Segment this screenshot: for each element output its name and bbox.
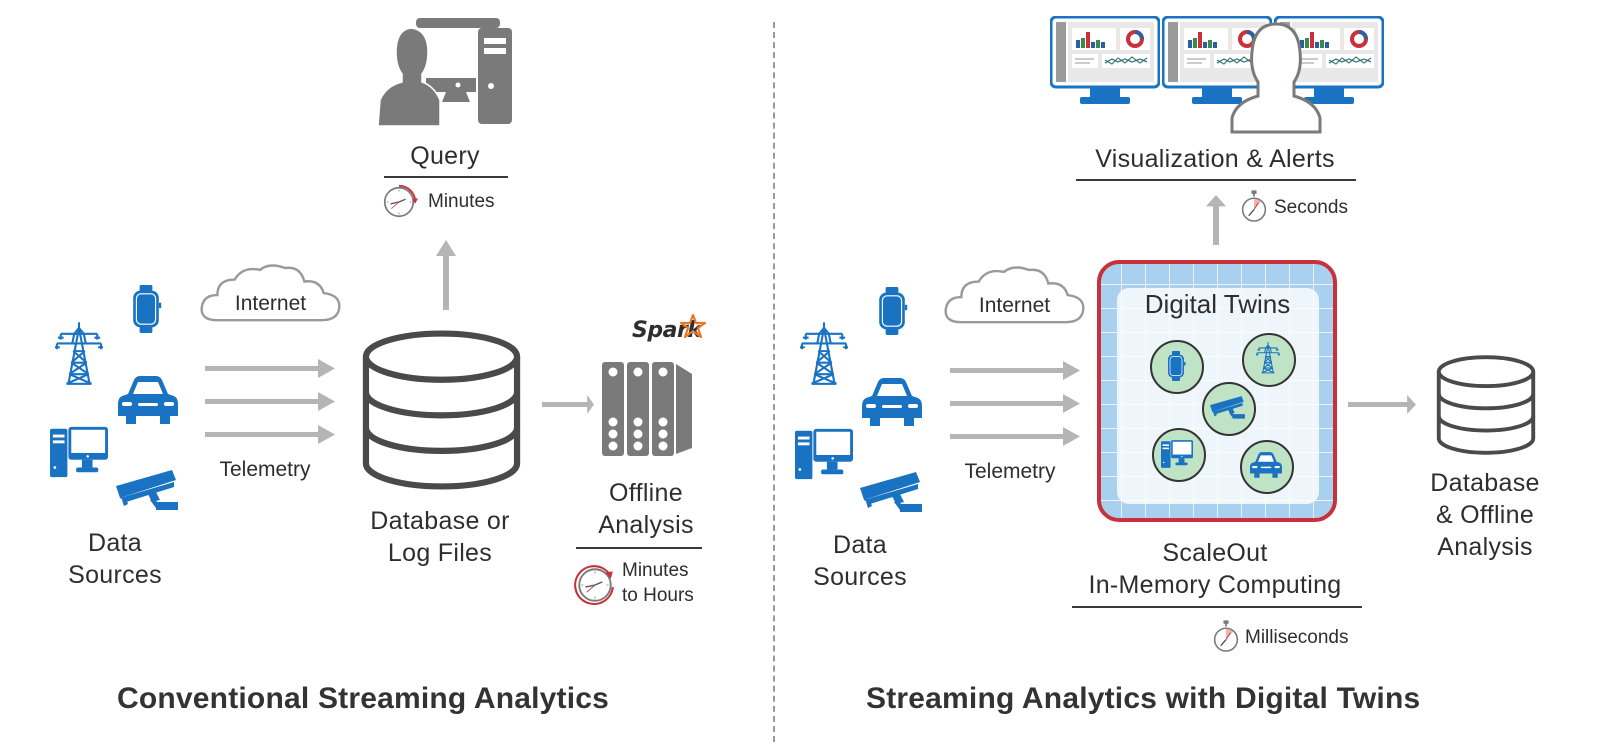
- stopwatch-icon: [1212, 620, 1240, 654]
- user-workstation-icon: [377, 18, 512, 127]
- visualization-latency: Seconds: [1274, 197, 1348, 218]
- database-offline-label: Database & Offline Analysis: [1430, 469, 1540, 561]
- alerts-arrow: [1206, 195, 1226, 245]
- telemetry-label: Telemetry: [219, 458, 311, 481]
- security-camera-icon: [860, 472, 924, 516]
- offline-latency: Minutes to Hours: [622, 560, 694, 606]
- visualization-alerts-label: Visualization & Alerts: [1095, 145, 1335, 173]
- internet-label: Internet: [978, 294, 1051, 317]
- red-arc-icon: [398, 184, 418, 204]
- telemetry-arrow: [205, 359, 335, 379]
- query-label: Query: [410, 142, 480, 170]
- offline-arrow: [542, 395, 594, 415]
- panel-divider: [773, 22, 775, 742]
- user-outline-icon: [1230, 22, 1322, 134]
- spark-star-icon: [679, 313, 707, 339]
- desktop-computer-icon: [50, 426, 108, 478]
- security-camera-icon: [1210, 396, 1246, 421]
- dashboard-monitor-icon: [1050, 16, 1160, 106]
- security-camera-icon: [116, 470, 180, 514]
- telemetry-arrow: [950, 394, 1080, 414]
- power-tower-icon: [1256, 342, 1280, 374]
- car-icon: [862, 378, 922, 428]
- telemetry-arrow: [205, 425, 335, 445]
- query-latency: Minutes: [428, 191, 495, 212]
- data-sources-label: Data Sources: [68, 529, 162, 589]
- server-rack-icon: [602, 362, 692, 456]
- right-title: Streaming Analytics with Digital Twins: [866, 682, 1421, 715]
- left-title: Conventional Streaming Analytics: [117, 682, 610, 715]
- car-icon: [1250, 452, 1282, 479]
- scaleout-compute-label: ScaleOut In-Memory Computing: [1088, 539, 1342, 599]
- visualization-divider: [1076, 179, 1356, 181]
- telemetry-label: Telemetry: [964, 460, 1056, 483]
- data-sources-label: Data Sources: [813, 531, 907, 591]
- power-tower-icon: [800, 322, 848, 386]
- query-arrow: [436, 240, 456, 310]
- stopwatch-icon: [1240, 190, 1268, 224]
- database-icon: [354, 330, 529, 490]
- telemetry-arrow: [950, 427, 1080, 447]
- desktop-computer-icon: [1161, 440, 1193, 468]
- car-icon: [118, 376, 178, 426]
- power-tower-icon: [55, 322, 103, 386]
- offline-divider: [576, 547, 702, 549]
- database-label: Database or Log Files: [370, 507, 510, 567]
- query-divider: [384, 176, 508, 178]
- telemetry-arrow: [950, 361, 1080, 381]
- compute-latency: Milliseconds: [1245, 627, 1349, 648]
- desktop-computer-icon: [795, 428, 853, 480]
- smartwatch-icon: [1166, 350, 1186, 382]
- compute-divider: [1072, 606, 1362, 608]
- smartwatch-icon: [130, 285, 162, 333]
- internet-label: Internet: [234, 292, 307, 315]
- telemetry-arrow: [205, 392, 335, 412]
- offline-analysis-label: Offline Analysis: [598, 479, 694, 539]
- database-icon: [1434, 355, 1538, 455]
- red-circular-arrow-icon: [574, 565, 614, 606]
- digital-twins-title: Digital Twins: [1144, 289, 1291, 319]
- offline-arrow: [1348, 395, 1416, 415]
- smartwatch-icon: [876, 287, 908, 335]
